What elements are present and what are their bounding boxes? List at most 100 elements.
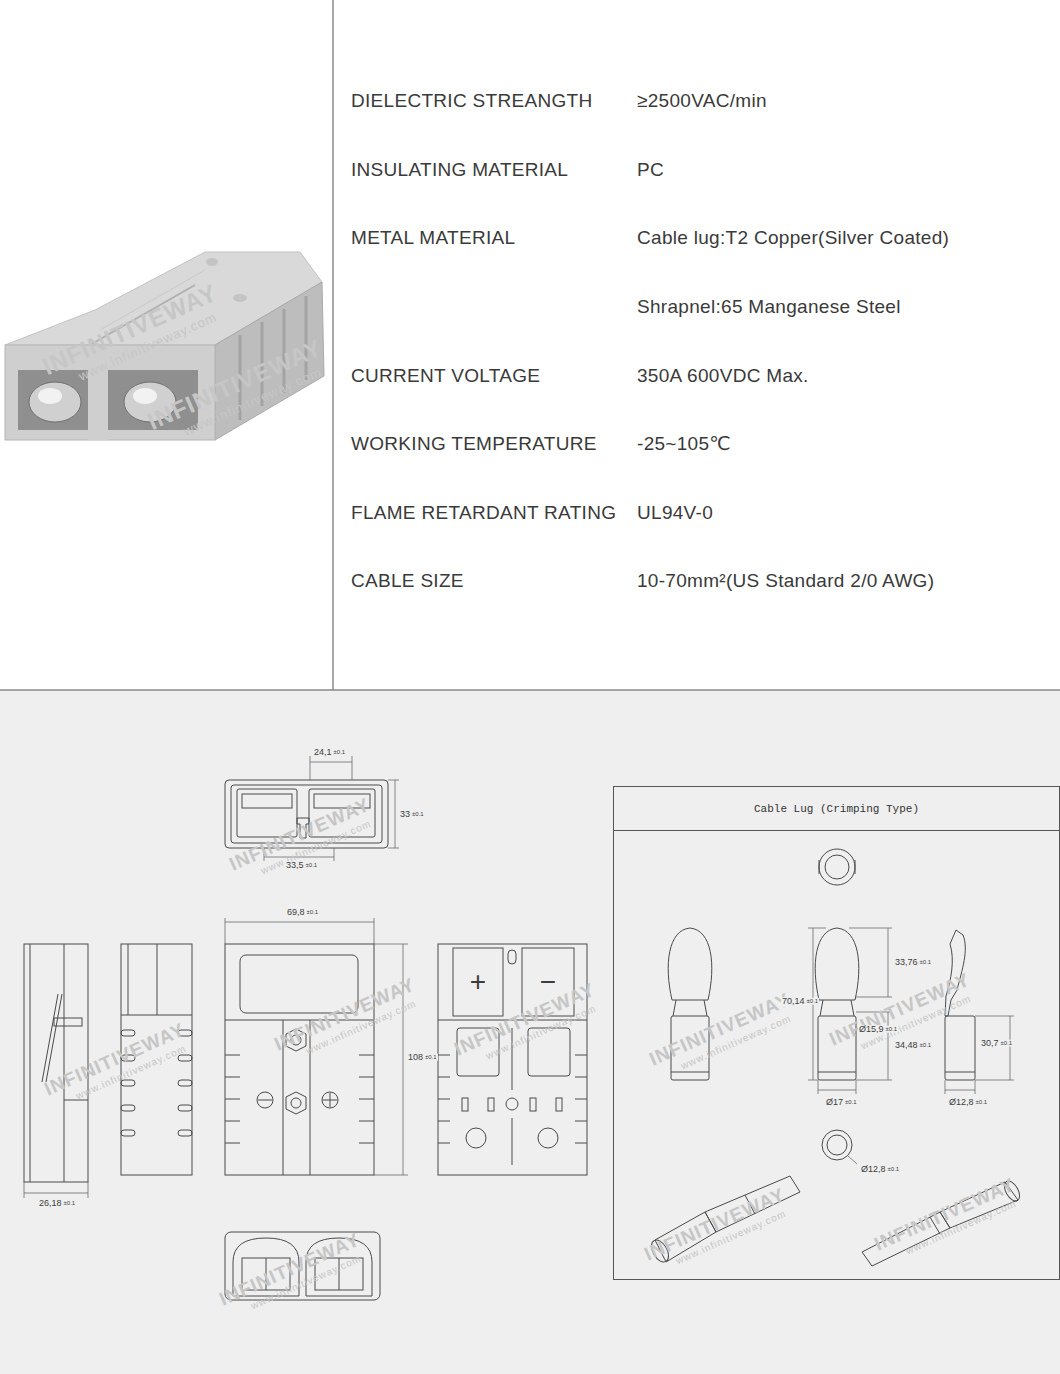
line-shape xyxy=(157,944,158,1015)
ellipse-shape xyxy=(38,388,62,404)
dimension-tolerance: ±0.1 xyxy=(424,1054,438,1061)
cable-lug-drawings xyxy=(648,849,1023,1266)
spec-value: Shrapnel:65 Manganese Steel xyxy=(637,297,901,318)
rect-shape xyxy=(24,944,88,1182)
spec-name: METAL MATERIAL xyxy=(351,228,515,249)
dimension-tolerance: ±0.1 xyxy=(333,749,347,756)
circle-shape xyxy=(825,855,849,879)
line-shape xyxy=(945,1072,975,1073)
dimension-tolerance: ±0.1 xyxy=(844,1099,858,1106)
line-shape xyxy=(438,1143,450,1144)
dimension-value: 26,18 xyxy=(38,1199,63,1209)
line-shape xyxy=(332,0,334,690)
polarity-symbol: − xyxy=(540,967,556,998)
line-shape xyxy=(359,1121,374,1122)
circle-shape xyxy=(506,1098,518,1110)
line-shape xyxy=(42,994,58,1082)
spec-name: WORKING TEMPERATURE xyxy=(351,434,597,455)
dimension-tolerance: ±0.1 xyxy=(63,1200,77,1207)
circle-shape xyxy=(291,1098,301,1108)
dimension-tolerance: ±0.1 xyxy=(885,1026,899,1033)
spec-value: ≥2500VAC/min xyxy=(637,91,767,112)
dimension-tolerance: ±0.1 xyxy=(411,811,425,818)
line-shape xyxy=(64,944,65,1182)
dimension-value: 70,14 xyxy=(781,997,806,1007)
dimension-tolerance: ±0.1 xyxy=(975,1099,989,1106)
line-shape xyxy=(856,1080,892,1081)
line-shape xyxy=(575,1099,587,1100)
rect-shape xyxy=(242,794,292,808)
line-shape xyxy=(46,994,62,1082)
line-shape xyxy=(330,1093,331,1107)
circle-shape xyxy=(322,1092,338,1108)
spec-value: -25~105℃ xyxy=(637,434,731,455)
panel-heading: Cable Lug (Crimping Type) xyxy=(614,787,1059,831)
ellipse-shape xyxy=(206,258,218,266)
line-shape xyxy=(359,1055,374,1056)
line-shape xyxy=(388,848,399,849)
dimension-value: 34,48 xyxy=(894,1041,919,1051)
path-shape xyxy=(815,928,859,1000)
line-shape xyxy=(819,860,820,874)
spec-value: 10-70mm²(US Standard 2/0 AWG) xyxy=(637,571,934,592)
line-shape xyxy=(945,1090,975,1091)
rect-shape xyxy=(530,1098,536,1111)
dimension-value: 108 xyxy=(407,1053,424,1063)
rect-shape xyxy=(121,1105,135,1111)
line-shape xyxy=(575,1143,587,1144)
dimension-value: 33,5 xyxy=(285,861,305,871)
line-shape xyxy=(121,1015,192,1016)
rect-shape xyxy=(0,690,1060,1374)
line-shape xyxy=(225,1077,240,1078)
line-shape xyxy=(945,1080,946,1094)
spec-value: UL94V-0 xyxy=(637,503,713,524)
line-shape xyxy=(359,1099,374,1100)
dimension-value: 30,7 xyxy=(980,1039,1000,1049)
line-shape xyxy=(575,1055,587,1056)
spec-name: CABLE SIZE xyxy=(351,571,464,592)
circle-shape xyxy=(466,1128,486,1148)
dimension-value: 69,8 xyxy=(286,908,306,918)
line-shape xyxy=(818,1080,819,1094)
line-shape xyxy=(258,1100,272,1101)
dimension-tolerance: ±0.1 xyxy=(887,1166,901,1173)
line-shape xyxy=(438,1121,450,1122)
line-shape xyxy=(334,848,335,861)
line-shape xyxy=(856,1080,857,1094)
ellipse-shape xyxy=(133,388,157,404)
spec-value: 350A 600VDC Max. xyxy=(637,366,809,387)
line-shape xyxy=(24,1182,25,1198)
line-shape xyxy=(975,1080,976,1094)
spec-name: DIELECTRIC STREANGTH xyxy=(351,91,592,112)
spec-value: PC xyxy=(637,160,664,181)
path-shape xyxy=(668,928,712,1000)
circle-shape xyxy=(819,849,855,885)
dimension-value: Ø12,8 xyxy=(860,1165,887,1175)
rect-shape xyxy=(556,1098,562,1111)
line-shape xyxy=(395,780,396,848)
line-shape xyxy=(849,928,892,929)
line-shape xyxy=(359,1143,374,1144)
line-shape xyxy=(64,1100,88,1101)
line-shape xyxy=(388,780,399,781)
dimension-tolerance: ±0.1 xyxy=(919,1042,933,1049)
dimension-value: 33 xyxy=(399,810,411,820)
ellipse-shape xyxy=(29,382,81,422)
line-shape xyxy=(975,1016,1014,1017)
line-shape xyxy=(438,1055,450,1056)
spec-name: CURRENT VOLTAGE xyxy=(351,366,540,387)
dimension-tolerance: ±0.1 xyxy=(1000,1040,1014,1047)
dimension-value: 33,76 xyxy=(894,958,919,968)
line-shape xyxy=(575,1121,587,1122)
rect-shape xyxy=(121,1130,135,1136)
line-shape xyxy=(359,1077,374,1078)
line-shape xyxy=(808,928,826,929)
line-shape xyxy=(225,1121,240,1122)
dimension-tolerance: ±0.1 xyxy=(919,959,933,966)
rect-shape xyxy=(508,950,516,964)
spec-name: FLAME RETARDANT RATING xyxy=(351,503,616,524)
dimension-tolerance: ±0.1 xyxy=(806,998,820,1005)
line-shape xyxy=(310,756,311,780)
dimension-tolerance: ±0.1 xyxy=(306,909,320,916)
